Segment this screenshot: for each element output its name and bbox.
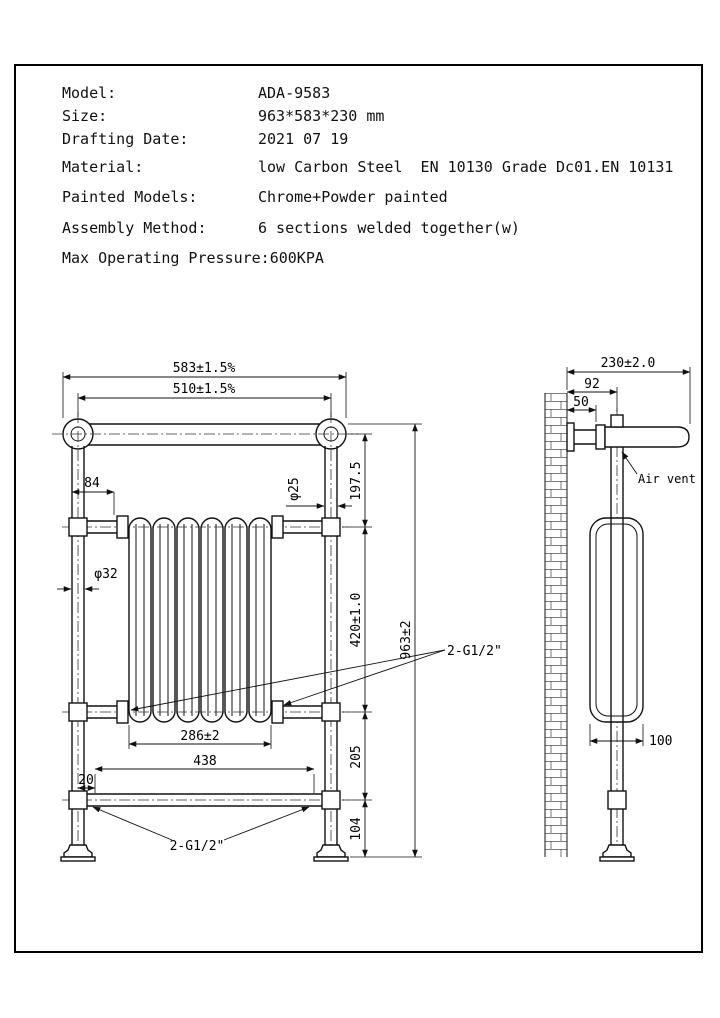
- union-nut: [271, 515, 284, 539]
- spec-label: Painted Models:: [62, 188, 198, 206]
- dim-width-inner: 510±1.5%: [77, 382, 332, 417]
- spec-label: Size:: [62, 107, 108, 125]
- label-connection-right: 2-G1/2": [130, 644, 502, 712]
- leg-right: [324, 446, 338, 845]
- dim-label: 84: [84, 476, 100, 491]
- leg-left: [71, 446, 85, 845]
- spec-table: Model: ADA-9583 Size: 963*583*230 mm Dra…: [62, 85, 682, 273]
- dim-bar-offset: 20: [77, 773, 96, 791]
- dim-leg-diameter: φ32: [57, 567, 118, 592]
- dim-label: 230±2.0: [601, 356, 656, 371]
- foot-right: [313, 844, 349, 862]
- spec-value: 963*583*230 mm: [258, 107, 385, 125]
- dim-column-depth: 100: [589, 724, 672, 749]
- dim-label-h-top: 197.5: [349, 461, 364, 500]
- radiator-side-panel: [589, 517, 644, 723]
- wall-bracket: [566, 422, 606, 452]
- spec-value: 2021 07 19: [258, 130, 349, 148]
- sheet-border: [14, 64, 703, 953]
- leg-collars: [68, 517, 341, 810]
- dim-label: 963±2: [399, 620, 414, 659]
- dim-label: 20: [78, 773, 94, 788]
- air-vent-plug: [610, 414, 624, 428]
- union-nut: [116, 700, 129, 724]
- dim-label: 286±2: [180, 729, 219, 744]
- spec-value: ADA-9583: [258, 84, 331, 102]
- dim-tube-diameter: φ25: [286, 477, 352, 509]
- dim-total-height: 963±2: [399, 423, 418, 858]
- spec-label: Drafting Date:: [62, 130, 189, 148]
- spec-row-max-pressure: Max Operating Pressure: 600KPA: [62, 250, 682, 266]
- spec-row-size: Size: 963*583*230 mm: [62, 108, 682, 124]
- air-vent-label: Air vent: [638, 472, 696, 486]
- spec-label: Assembly Method:: [62, 219, 207, 237]
- leg-side: [607, 447, 627, 845]
- foot-left: [60, 844, 96, 862]
- dim-label-h-foot: 104: [349, 817, 364, 841]
- union-nut: [116, 515, 129, 539]
- dim-depth: 230±2.0: [566, 356, 691, 424]
- spec-label: Model:: [62, 84, 117, 102]
- dim-wall-to-center: 92: [566, 377, 618, 412]
- spec-value: 600KPA: [269, 249, 324, 267]
- radiator-connectors: [87, 515, 322, 724]
- spec-row-drafting-date: Drafting Date: 2021 07 19: [62, 131, 682, 147]
- dim-label: 100: [649, 734, 672, 749]
- dim-label-h-radiator: 420±1.0: [349, 593, 364, 648]
- connection-label: 2-G1/2": [170, 839, 225, 854]
- spec-row-model: Model: ADA-9583: [62, 85, 682, 101]
- spec-row-assembly-method: Assembly Method: 6 sections welded toget…: [62, 220, 682, 236]
- spec-row-painted-models: Painted Models: Chrome+Powder painted: [62, 189, 682, 205]
- lower-cross-bar: [87, 793, 322, 807]
- dim-right-stack: 197.5 420±1.0 205 104: [342, 423, 422, 858]
- dim-label: 510±1.5%: [173, 382, 236, 397]
- foot-side: [599, 844, 635, 862]
- dim-label: 438: [193, 754, 216, 769]
- radiator-sections: [128, 517, 272, 723]
- wall-section: [544, 393, 568, 857]
- spec-value: low Carbon Steel EN 10130 Grade Dc01.EN …: [258, 158, 674, 176]
- label-connection-bottom: 2-G1/2": [92, 806, 310, 854]
- dim-width-outer: 583±1.5%: [62, 361, 347, 418]
- dim-label: φ32: [94, 567, 117, 582]
- dim-label: 92: [584, 377, 600, 392]
- dim-label: 583±1.5%: [173, 361, 236, 376]
- dim-label: 50: [573, 395, 589, 410]
- dim-bar-width: 438: [94, 754, 315, 793]
- towel-bar-side: [604, 426, 690, 448]
- dim-wall-to-bracket: 50: [566, 395, 597, 422]
- spec-row-material: Material: low Carbon Steel EN 10130 Grad…: [62, 159, 682, 175]
- side-view: 230±2.0 92 50 Air vent 100: [544, 356, 696, 862]
- dim-left-offset: 84: [71, 476, 115, 515]
- union-nut: [271, 700, 284, 724]
- dim-radiator-width: 286±2: [128, 725, 272, 749]
- connection-label: 2-G1/2": [447, 644, 502, 659]
- dim-label: φ25: [287, 477, 302, 500]
- label-air-vent: Air vent: [621, 451, 696, 486]
- front-view: 583±1.5% 510±1.5% 84 φ25 φ32: [52, 361, 502, 862]
- spec-value: Chrome+Powder painted: [258, 188, 448, 206]
- dim-label-h-lower: 205: [349, 745, 364, 768]
- spec-label: Material:: [62, 158, 144, 176]
- spec-label: Max Operating Pressure:: [62, 249, 270, 267]
- spec-value: 6 sections welded together(w): [258, 219, 520, 237]
